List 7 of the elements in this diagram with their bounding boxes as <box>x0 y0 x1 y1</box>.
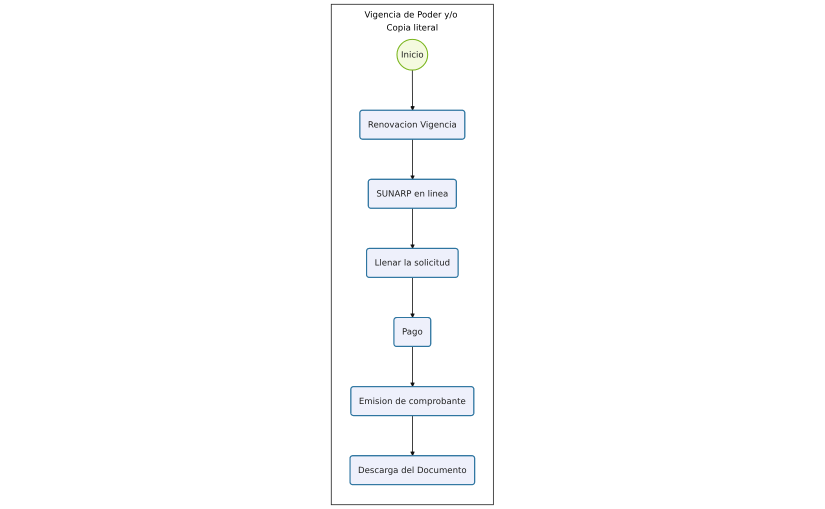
arrow <box>410 70 416 111</box>
arrow <box>410 277 416 318</box>
arrow <box>410 346 416 388</box>
arrow <box>410 208 416 249</box>
arrow <box>410 139 416 180</box>
node-circle: Inicio <box>396 38 428 71</box>
arrow <box>410 415 416 456</box>
